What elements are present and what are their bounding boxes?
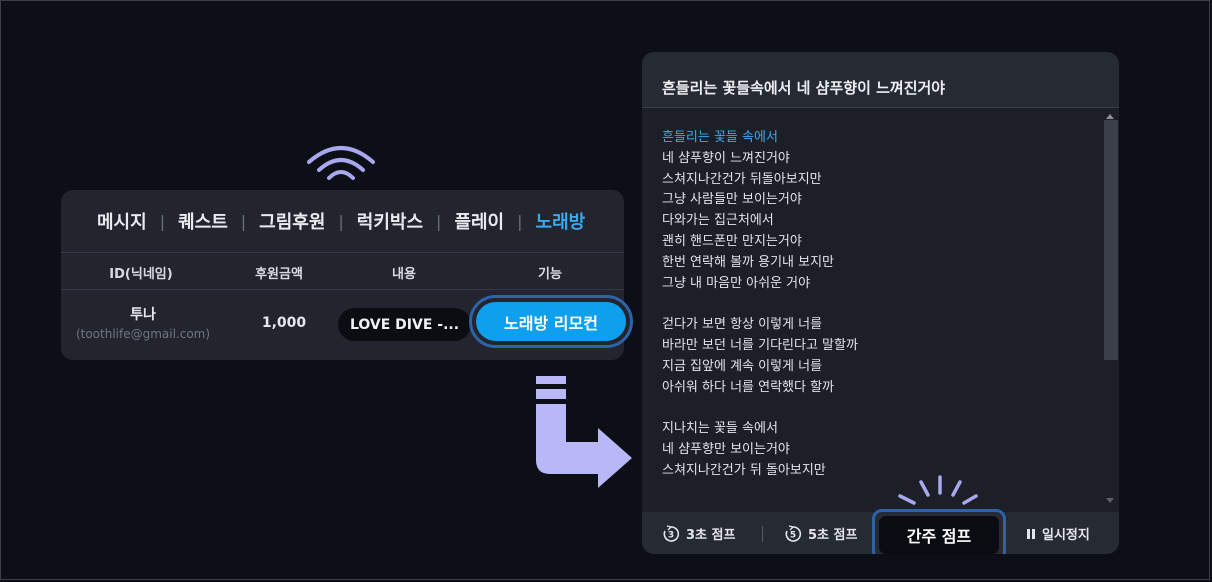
tab-separator: | — [240, 211, 247, 231]
karaoke-remote-button[interactable]: 노래방 리모컨 — [476, 302, 626, 341]
lyric-line: 바라만 보던 너를 기다린다고 말할까 — [662, 337, 858, 353]
lyrics-scrollbar-thumb[interactable] — [1104, 120, 1118, 360]
donation-panel: 메시지 | 퀘스트 | 그림후원 | 럭키박스 | 플레이 | 노래방 ID(닉… — [61, 190, 633, 360]
pause-icon — [1027, 528, 1035, 539]
donor-name: 투나 — [130, 307, 156, 323]
jump-3s-button[interactable]: 3 3초 점프 — [662, 524, 735, 543]
column-header-content: 내용 — [392, 267, 416, 282]
scroll-down-arrow-icon[interactable] — [1106, 498, 1114, 503]
donation-amount: 1,000 — [261, 315, 307, 331]
intro-jump-button-highlight[interactable]: 간주 점프 — [872, 509, 1006, 554]
tab-drawing-donation[interactable]: 그림후원 — [259, 212, 326, 233]
lyric-line: 스쳐지나간건가 뒤돌아보지만 — [662, 171, 822, 187]
lyric-line: 그냥 사람들만 보이는거야 — [662, 192, 802, 208]
jump-5s-label: 5초 점프 — [808, 528, 858, 543]
arrow-right-icon — [536, 376, 632, 488]
table-row: 투나 (toothlife@gmail.com) 1,000 LOVE DIVE… — [61, 288, 633, 360]
signal-icon — [307, 146, 375, 180]
click-sparkle-icon — [898, 475, 978, 505]
pause-label: 일시정지 — [1042, 528, 1090, 543]
jump-5s-button[interactable]: 5 5초 점프 — [784, 524, 857, 543]
lyric-line: 지금 집앞에 계속 이렇게 너를 — [662, 358, 823, 374]
lyrics-text: 흔들리는 꽃들 속에서 네 샴푸향이 느껴진거야 스쳐지나간건가 뒤돌아보지만 … — [662, 128, 858, 482]
intro-jump-button[interactable]: 간주 점프 — [879, 516, 999, 554]
table-header: ID(닉네임) 후원금액 내용 기능 — [61, 252, 624, 290]
lyric-line: 괜히 핸드폰만 만지는거야 — [662, 233, 802, 249]
karaoke-remote-panel: 흔들리는 꽃들속에서 네 샴푸향이 느껴진거야 흔들리는 꽃들 속에서 네 샴푸… — [642, 52, 1119, 554]
tab-separator: | — [338, 211, 344, 231]
jump-5s-icon-number: 5 — [790, 530, 796, 540]
lyric-line: 한번 연락해 볼까 용기내 보지만 — [662, 254, 835, 270]
scroll-up-arrow-icon[interactable] — [1106, 114, 1114, 119]
lyric-line: 그냥 내 마음만 아쉬운 거야 — [662, 275, 811, 291]
lyric-line-current: 흔들리는 꽃들 속에서 — [662, 130, 778, 145]
tab-separator: | — [517, 211, 523, 231]
column-header-id: ID(닉네임) — [109, 267, 173, 282]
lyric-line: 네 샴푸향만 보이는거야 — [662, 441, 790, 457]
lyric-line: 다와가는 집근처에서 — [662, 213, 774, 229]
tab-separator: | — [436, 211, 442, 231]
column-header-function: 기능 — [538, 267, 562, 282]
tab-play[interactable]: 플레이 — [454, 212, 505, 233]
tab-separator: | — [159, 211, 166, 231]
lyrics-view[interactable]: 흔들리는 꽃들 속에서 네 샴푸향이 느껴진거야 스쳐지나간건가 뒤돌아보지만 … — [642, 108, 1119, 512]
jump-3s-label: 3초 점프 — [686, 528, 736, 543]
current-lyric-title: 흔들리는 꽃들속에서 네 샴푸향이 느껴진거야 — [642, 52, 1119, 108]
rewind-circle-icon: 3 — [663, 524, 680, 542]
column-header-amount: 후원금액 — [255, 267, 303, 282]
lyric-line: 걷다가 보면 항상 이렇게 너를 — [662, 317, 823, 333]
pause-button[interactable]: 일시정지 — [1026, 524, 1090, 543]
donor-email: (toothlife@gmail.com) — [75, 327, 211, 341]
tab-karaoke[interactable]: 노래방 — [535, 212, 586, 233]
lyric-line: 지나치는 꽃들 속에서 — [662, 421, 778, 437]
tab-message[interactable]: 메시지 — [97, 212, 147, 233]
lyric-line: 아쉬워 하다 너를 연락했다 할까 — [662, 379, 835, 395]
karaoke-remote-button-highlight[interactable]: 노래방 리모컨 — [469, 295, 633, 348]
lyric-line: 네 샴푸향이 느껴진거야 — [662, 150, 790, 166]
tab-bar: 메시지 | 퀘스트 | 그림후원 | 럭키박스 | 플레이 | 노래방 — [61, 190, 624, 252]
lyric-line: 스쳐지나간건가 뒤 돌아보지만 — [662, 462, 826, 478]
tab-quest[interactable]: 퀘스트 — [178, 212, 228, 233]
rewind-circle-icon: 5 — [785, 524, 802, 542]
jump-3s-icon-number: 3 — [668, 530, 674, 540]
tab-lucky-box[interactable]: 럭키박스 — [356, 212, 424, 233]
playback-controls: 3 3초 점프 5 5초 점프 간주 점프 일시정지 — [642, 509, 1119, 554]
controls-divider — [762, 526, 763, 542]
song-title: LOVE DIVE -... — [338, 308, 471, 341]
